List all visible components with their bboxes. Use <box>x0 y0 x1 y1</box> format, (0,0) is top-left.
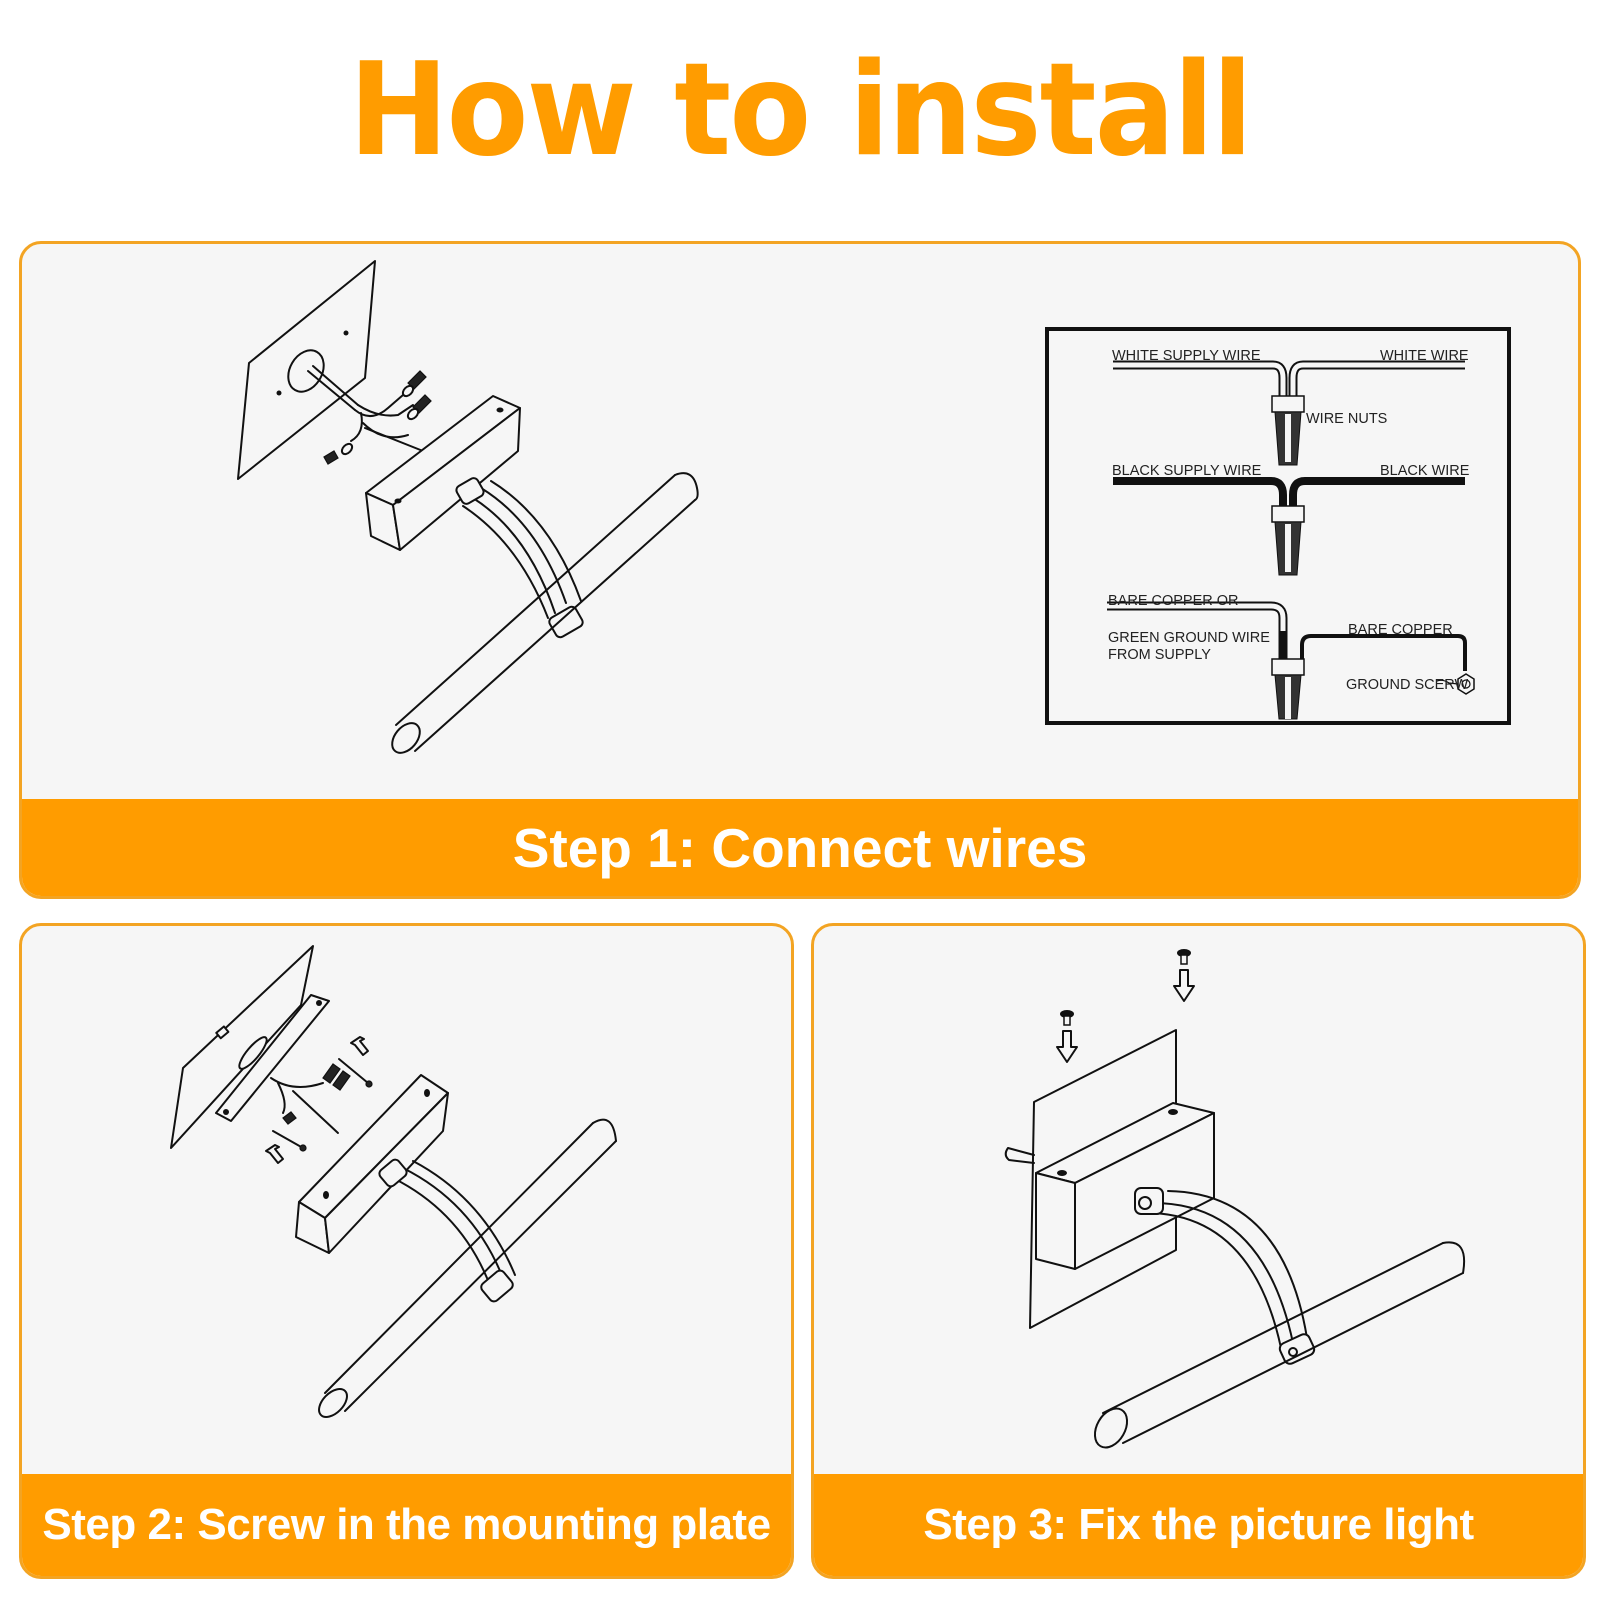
step-2-illustration <box>170 945 617 1418</box>
page-title: How to install <box>348 36 1253 185</box>
label-black-supply-wire: BLACK SUPPLY WIRE <box>1112 463 1262 479</box>
wire-nut-icon <box>1271 505 1305 576</box>
wall-plate-icon <box>237 260 376 480</box>
backplate-box-icon <box>295 1074 449 1254</box>
step-2-panel: Step 2: Screw in the mounting plate <box>19 923 794 1579</box>
label-white-wire: WHITE WIRE <box>1380 348 1469 364</box>
wire-nut-icon <box>406 394 432 421</box>
arrow-up-icon <box>265 1144 284 1164</box>
curved-arm-icon <box>455 477 584 639</box>
label-ground-screw: GROUND SCERW <box>1346 677 1468 693</box>
arrow-down-icon <box>1056 1030 1078 1063</box>
curved-arm-icon <box>378 1158 516 1303</box>
step-2-caption: Step 2: Screw in the mounting plate <box>22 1474 791 1576</box>
arrow-up-icon <box>350 1036 369 1056</box>
wire-nut-icon <box>332 1070 351 1091</box>
ground-screw-icon <box>1436 673 1475 695</box>
tube-light-icon <box>1093 1241 1465 1449</box>
label-ground-supply-3: FROM SUPPLY <box>1108 647 1211 663</box>
screw-icon <box>1177 949 1191 965</box>
screw-icon <box>338 1058 373 1088</box>
wire-nut-icon <box>322 1063 341 1084</box>
wire-nut-icon <box>282 1111 297 1125</box>
wall-plate-icon <box>170 945 314 1149</box>
step-1-caption: Step 1: Connect wires <box>22 799 1578 896</box>
step-3-panel: Step 3: Fix the picture light <box>811 923 1586 1579</box>
wire-nut-icon <box>401 370 427 398</box>
label-black-wire: BLACK WIRE <box>1380 463 1470 479</box>
label-bare-copper: BARE COPPER <box>1348 622 1453 638</box>
screw-icon <box>1060 1010 1074 1026</box>
tube-light-icon <box>391 472 699 754</box>
tube-light-icon <box>318 1118 617 1418</box>
arrow-down-icon <box>1173 969 1195 1002</box>
wire-nut-icon <box>1271 658 1305 720</box>
step-1-panel: WHITE SUPPLY WIRE WHITE WIRE WIRE NUTS B… <box>19 241 1581 899</box>
step-1-illustration: WHITE SUPPLY WIRE WHITE WIRE WIRE NUTS B… <box>237 260 1511 754</box>
label-ground-supply-2: GREEN GROUND WIRE <box>1108 630 1270 646</box>
label-white-supply-wire: WHITE SUPPLY WIRE <box>1112 348 1261 364</box>
step-3-illustration <box>1004 949 1465 1449</box>
mounting-plate-icon <box>215 994 330 1122</box>
backplate-box-icon <box>365 395 521 551</box>
curved-arm-icon <box>1134 1187 1316 1365</box>
wiring-diagram: WHITE SUPPLY WIRE WHITE WIRE WIRE NUTS B… <box>1045 327 1511 725</box>
label-wire-nuts: WIRE NUTS <box>1306 411 1387 427</box>
step-3-caption: Step 3: Fix the picture light <box>814 1474 1583 1576</box>
label-ground-supply-1: BARE COPPER OR <box>1108 593 1239 609</box>
wire-nut-icon <box>1271 395 1305 466</box>
screw-icon <box>272 1130 307 1152</box>
wire-nut-icon <box>323 442 354 465</box>
